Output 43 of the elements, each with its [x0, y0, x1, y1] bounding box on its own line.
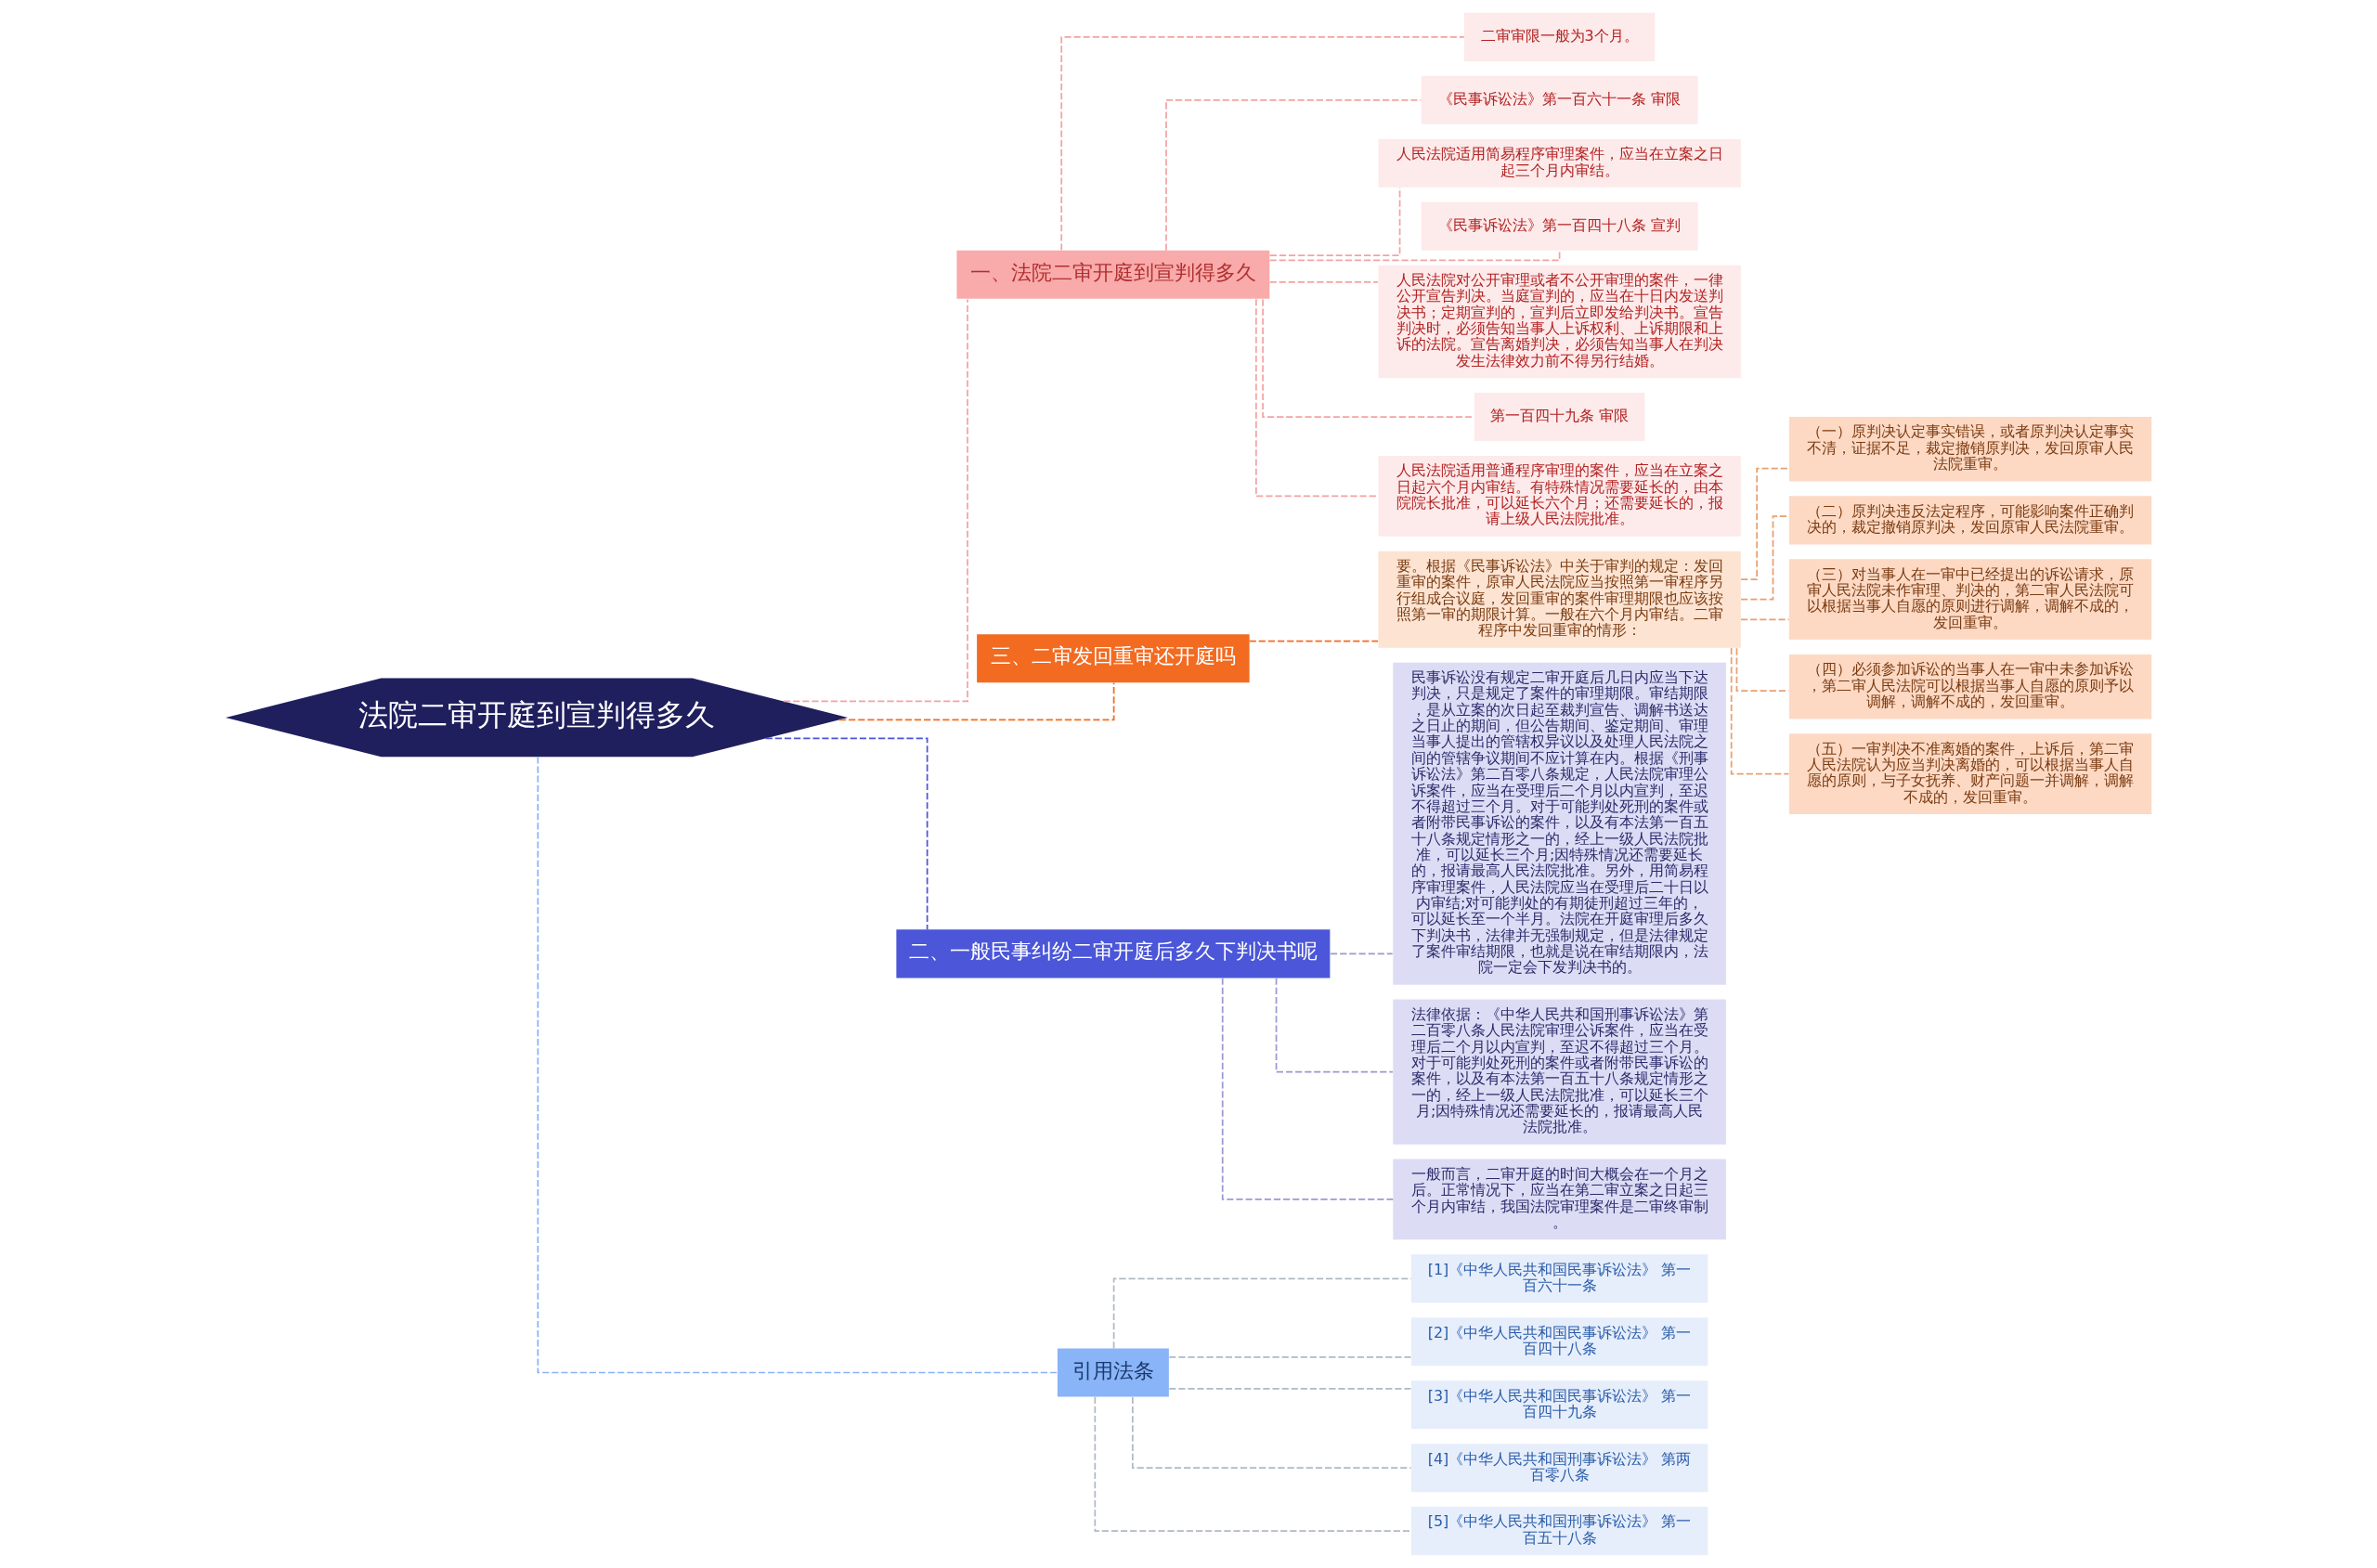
- connector: [1131, 1396, 1412, 1469]
- node-box: 《民事诉讼法》第一百六十一条 审限: [1421, 75, 1698, 124]
- node-box: 法律依据：《中华人民共和国刑事诉讼法》第二百零八条人民法院审理公诉案件，应当在受理后二个月以内宣判，至迟不得超过三个月。对于可能判处死刑的案件或者附带民事诉讼的案件，以及有本法第一百五十八条规定情形之一的，经上一级人民法院批准，可以延长三个月;因特殊情况还需要延长的，报请最高人民法院批准。: [1393, 999, 1726, 1145]
- connector: [1275, 977, 1394, 1073]
- connector: [1094, 1395, 1412, 1532]
- connector: [1740, 467, 1790, 580]
- node-box: 一般而言，二审开庭的时间大概会在一个月之后。正常情况下，应当在第二审立案之日起三个月内审结，我国法院审理案件是二审终审制。: [1393, 1159, 1726, 1240]
- node-box: 《民事诉讼法》第一百四十八条 宣判: [1421, 201, 1698, 251]
- node-box: [3]《中华人民共和国民事诉讼法》 第一百四十九条: [1410, 1380, 1708, 1430]
- connector: [838, 681, 1115, 721]
- connector: [1740, 618, 1790, 621]
- connector: [1168, 1356, 1412, 1358]
- node-box: [5]《中华人民共和国刑事诉讼法》 第一百五十八条: [1410, 1507, 1708, 1556]
- node-box: 二、一般民事纠纷二审开庭后多久下判决书呢: [896, 929, 1331, 978]
- node-box: 人民法院适用简易程序审理案件，应当在立案之日起三个月内审结。: [1378, 138, 1741, 188]
- connector: [537, 756, 1059, 1374]
- connector: [783, 298, 968, 703]
- connector: [1330, 952, 1394, 955]
- connector: [1221, 977, 1395, 1200]
- connector: [1165, 99, 1422, 252]
- node-box: 引用法条: [1057, 1348, 1169, 1397]
- node-box: 要。根据《民事诉讼法》中关于审判的规定：发回重审的案件，原审人民法院应当按照第一审程序另行组成合议庭，发回重审的案件审理期限也应该按照第一审的期限计算。一般在六个月内审结。二审程序中发回重审的情形：: [1378, 551, 1741, 648]
- connector: [1268, 250, 1561, 262]
- node-box: （二）原判决违反法定程序，可能影响案件正确判决的，裁定撤销原判决，发回原审人民法院重审。: [1788, 496, 2152, 545]
- connector: [1248, 640, 1379, 642]
- node-box: [2]《中华人民共和国民事诉讼法》 第一百四十八条: [1410, 1317, 1708, 1367]
- node-box: 人民法院对公开审理或者不公开审理的案件，一律公开宣告判决。当庭宣判的，应当在十日内发送判决书；定期宣判的，宣判后立即发给判决书。宣告判决时，必须告知当事人上诉权利、上诉期限和上诉的法院。宣告离婚判决，必须告知当事人在判决发生法律效力前不得另行结婚。: [1378, 265, 1741, 379]
- node-box: [4]《中华人民共和国刑事诉讼法》 第两百零八条: [1410, 1444, 1708, 1493]
- node-box: （三）对当事人在一审中已经提出的诉讼请求，原审人民法院未作审理、判决的，第二审人民法院可以根据当事人自愿的原则进行调解，调解不成的，发回重审。: [1788, 559, 2152, 641]
- connector: [764, 737, 929, 931]
- connector: [1112, 1277, 1412, 1350]
- node-box: [1]《中华人民共和国民事诉讼法》 第一百六十一条: [1410, 1254, 1708, 1303]
- node-box: 民事诉讼没有规定二审开庭后几日内应当下达判决，只是规定了案件的审理期限。审结期限，是从立案的次日起至裁判宣告、调解书送达之日止的期间，但公告期间、鉴定期间、审理当事人提出的管辖权异议以及处理人民法院之间的管辖争议期间不应计算在内。根据《刑事诉讼法》第二百零八条规定，人民法院审理公诉案件，应当在受理后二个月以内宣判，至迟不得超过三个月。对于可能判处死刑的案件或者附带民事诉讼的案件，以及有本法第一百五十八条规定情形之一的，经上一级人民法院批准，可以延长三个月;因特殊情况还需要延长的，报请最高人民法院批准。另外，用简易程序审理案件，人民法院应当在受理后二十日以内审结;对可能判处的有期徒刑超过三年的，可以延长至一个半月。法院在开庭审理后多久下判决书，法律并无强制规定，但是法律规定了案件审结期限，也就是说在审结期限内，法院一定会下发判决书的。: [1393, 662, 1726, 985]
- node-box: （五）一审判决不准离婚的案件，上诉后，第二审人民法院认为应当判决离婚的，可以根据当事人自愿的原则，与子女抚养、财产问题一并调解，调解不成的，发回重审。: [1788, 733, 2152, 815]
- connector: [1060, 36, 1465, 252]
- node-box: （四）必须参加诉讼的当事人在一审中未参加诉讼，第二审人民法院可以根据当事人自愿的原则予以调解，调解不成的，发回重审。: [1788, 654, 2152, 719]
- node-box: （一）原判决认定事实错误，或者原判决认定事实不清，证据不足，裁定撤销原判决，发回原审人民法院重审。: [1788, 417, 2152, 482]
- connector: [1730, 647, 1790, 775]
- connector: [1268, 280, 1379, 283]
- node-box: 二审审限一般为3个月。: [1463, 12, 1656, 61]
- connector: [1168, 1388, 1412, 1390]
- node-box: 一、法院二审开庭到宣判得多久: [956, 250, 1270, 299]
- node-box: 三、二审发回重审还开庭吗: [977, 634, 1250, 683]
